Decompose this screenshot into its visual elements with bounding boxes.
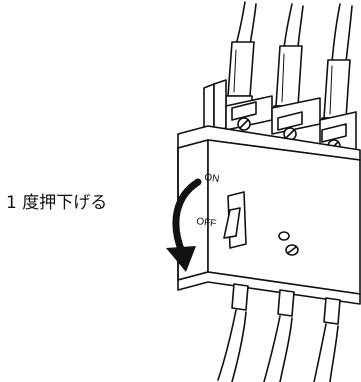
breaker-body bbox=[177, 125, 361, 305]
terminal-block-top bbox=[203, 79, 357, 159]
top-cable-right bbox=[321, 3, 353, 129]
switch-on-label: ON bbox=[204, 172, 220, 185]
bottom-cable-right bbox=[313, 297, 341, 382]
switch-off-label: OFF bbox=[196, 216, 217, 230]
bottom-cable-left bbox=[217, 283, 249, 382]
toggle-switch[interactable] bbox=[223, 191, 247, 249]
top-cable-middle bbox=[273, 3, 304, 117]
instruction-text: 1 度押下げる bbox=[6, 193, 108, 213]
indicator-screw bbox=[278, 231, 299, 256]
bottom-cable-middle bbox=[263, 289, 295, 382]
top-cable-left bbox=[225, 1, 257, 107]
press-down-arrow bbox=[166, 178, 202, 272]
